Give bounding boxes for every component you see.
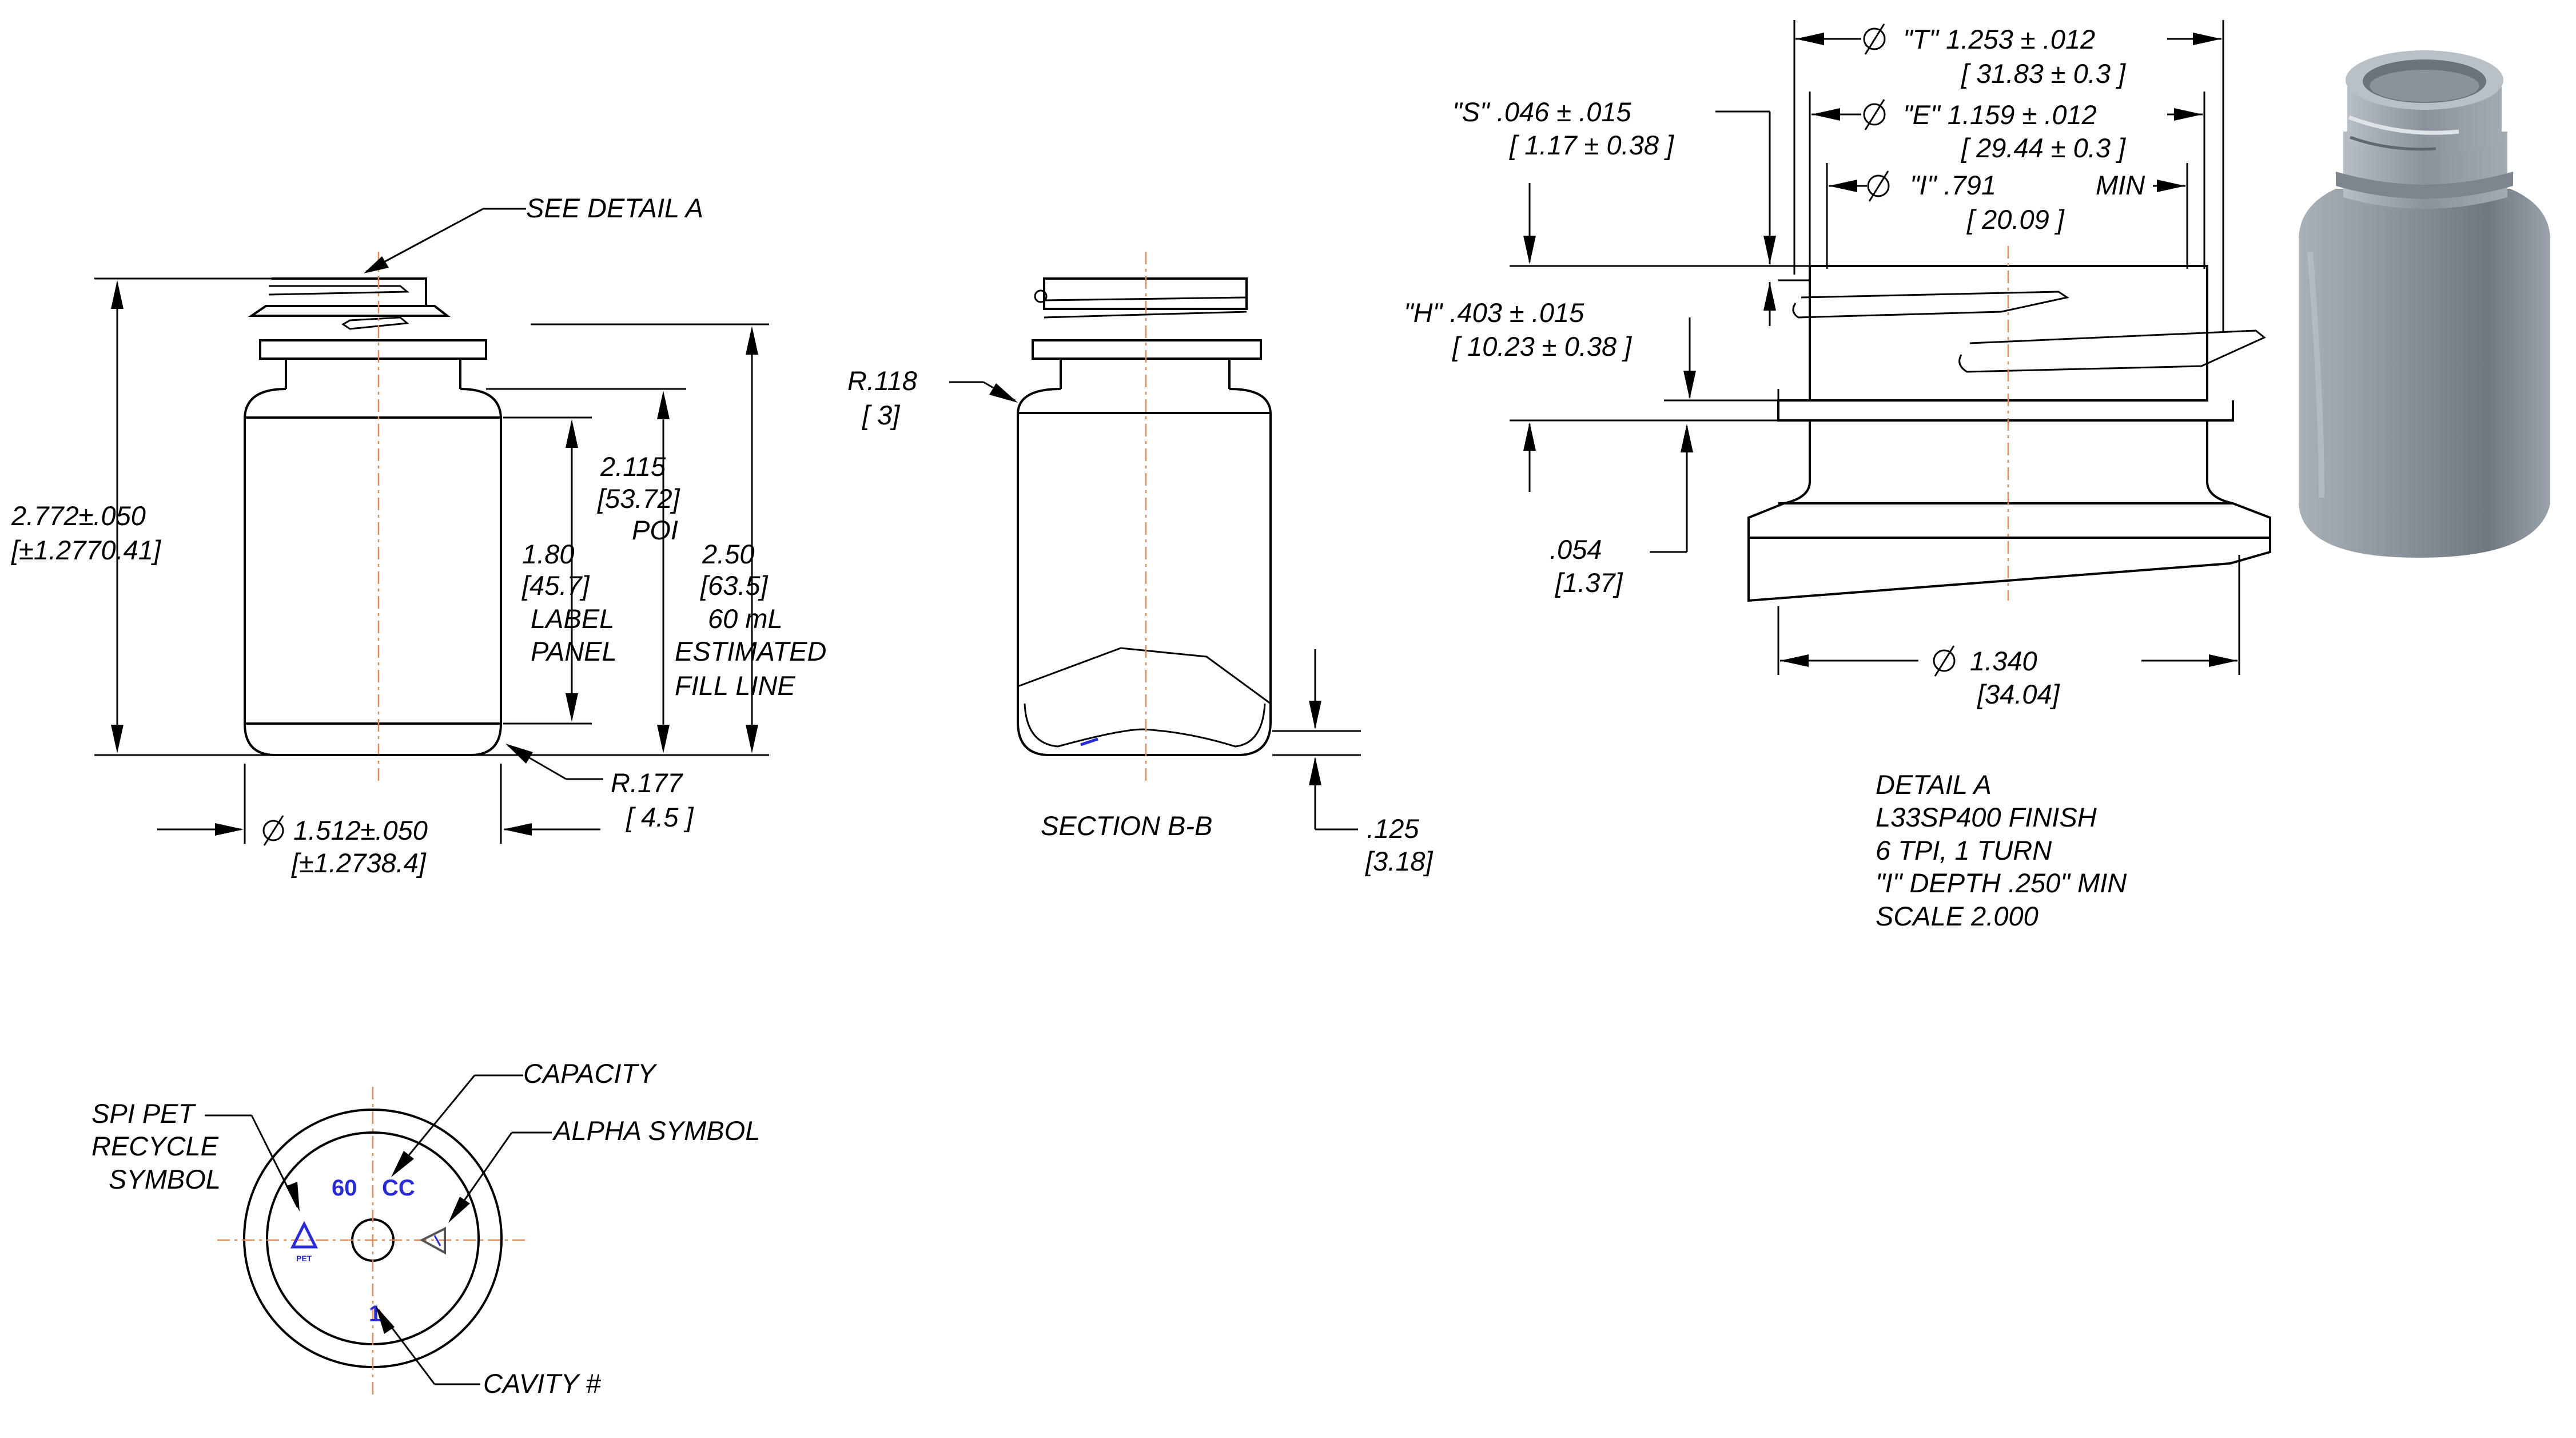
recycle-mark-text: PET (296, 1254, 312, 1263)
fill-label-1: 60 mL (708, 603, 783, 634)
alpha-symbol-label: ALPHA SYMBOL (552, 1115, 760, 1146)
s-dim-mm: [ 1.17 ± 0.38 ] (1509, 130, 1674, 160)
recycle-label-2: RECYCLE (91, 1131, 219, 1161)
fill-label-3: FILL LINE (675, 670, 795, 701)
section-radius-dim: R.118 (847, 366, 917, 396)
base-thickness-dim: .125 (1367, 813, 1419, 844)
section-radius-dim-mm: [ 3] (862, 400, 900, 430)
height-dim: 2.772±.050 (11, 500, 146, 531)
capacity-label: CAPACITY (523, 1058, 658, 1089)
h-dim-mm: [ 10.23 ± 0.38 ] (1452, 331, 1632, 362)
finish-diameter-dim-mm: [34.04] (1977, 679, 2060, 709)
t-dim-mm: [ 31.83 ± 0.3 ] (1961, 58, 2126, 89)
poi-dim: 2.115 (600, 451, 666, 482)
cavity-mark: 1 (369, 1301, 381, 1326)
label-panel-dim: 1.80 (522, 539, 574, 569)
front-view: SEE DETAIL A 2.772±.050 [±1.2770.41] 2.1… (11, 193, 826, 878)
section-outline (1017, 277, 1272, 756)
bottom-view: 60 CC 1 PET SPI PET RECYCLE SYMBOL CAPAC… (91, 1058, 760, 1399)
thread-lines (268, 285, 410, 330)
recycle-label-3: SYMBOL (109, 1164, 221, 1194)
e-dim: "E" 1.159 ± .012 (1903, 100, 2097, 130)
base-radius-dim-mm: [ 4.5 ] (626, 802, 694, 832)
render-body (2299, 189, 2550, 558)
detail-caption-3: 6 TPI, 1 TURN (1876, 835, 2052, 865)
detail-a-view: "T" 1.253 ± .012 [ 31.83 ± 0.3 ] "E" 1.1… (1404, 20, 2271, 931)
fill-dim-mm: [63.5] (700, 570, 769, 601)
detail-caption-2: L33SP400 FINISH (1876, 802, 2097, 832)
capacity-mark-number: 60 (332, 1175, 357, 1201)
detail-caption-5: SCALE 2.000 (1876, 901, 2038, 931)
section-view: R.118 [ 3] SECTION B-B .125 [3.18] (847, 252, 1434, 876)
section-title: SECTION B-B (1041, 811, 1212, 841)
recycle-symbol-icon: PET (290, 1221, 318, 1263)
diameter-dim-mm: [±1.2738.4] (291, 848, 427, 878)
i-dim: "I" .791 (1910, 170, 1996, 200)
finish-threads (1792, 291, 2266, 373)
detail-caption-1: DETAIL A (1876, 769, 1992, 800)
diameter-dim: 1.512±.050 (293, 815, 428, 845)
recycle-label-1: SPI PET (91, 1098, 197, 1129)
detail-caption-4: "I" DEPTH .250" MIN (1876, 868, 2127, 898)
finish-diameter-dim: 1.340 (1970, 646, 2037, 676)
i-dim-min: MIN (2096, 170, 2145, 200)
poi-label: POI (632, 515, 678, 545)
bottle-render (2299, 50, 2550, 558)
cavity-label: CAVITY # (483, 1368, 601, 1399)
base-thickness-dim-mm: [3.18] (1365, 846, 1434, 876)
height-dim-mm: [±1.2770.41] (11, 535, 161, 565)
section-base-wall (1017, 647, 1271, 748)
label-panel-dim-mm: [45.7] (521, 570, 590, 601)
h-dim: "H" .403 ± .015 (1404, 297, 1584, 328)
section-thread (1044, 296, 1247, 319)
fill-label-2: ESTIMATED (675, 636, 826, 666)
capacity-mark-unit: CC (382, 1175, 415, 1201)
label-panel-label-2: PANEL (531, 636, 617, 666)
s-dim: "S" .046 ± .015 (1452, 97, 1631, 127)
alpha-symbol-icon (419, 1226, 446, 1255)
flange-dim: .054 (1550, 534, 1602, 565)
e-dim-mm: [ 29.44 ± 0.3 ] (1961, 133, 2126, 163)
see-detail-label: SEE DETAIL A (526, 193, 703, 223)
fill-dim: 2.50 (702, 539, 754, 569)
t-dim: "T" 1.253 ± .012 (1903, 24, 2095, 54)
poi-dim-mm: [53.72] (597, 483, 680, 514)
base-radius-dim: R.177 (611, 768, 683, 798)
bottle-outline (244, 277, 502, 756)
flange-dim-mm: [1.37] (1555, 567, 1623, 598)
label-panel-label-1: LABEL (531, 603, 614, 634)
i-dim-mm: [ 20.09 ] (1966, 204, 2065, 235)
